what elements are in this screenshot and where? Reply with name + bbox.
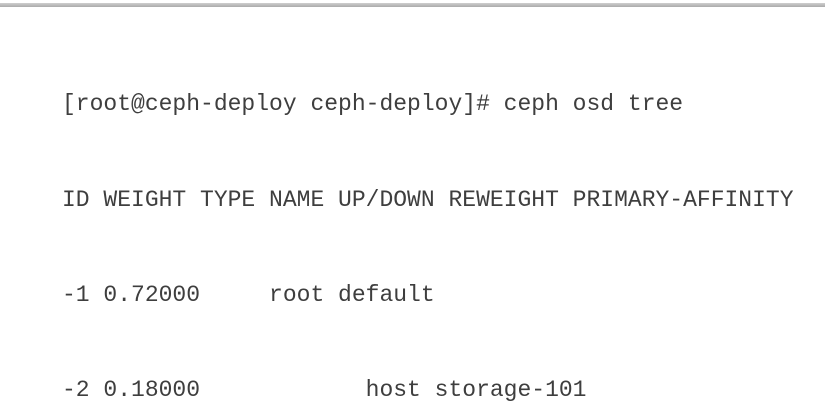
console-output: [root@ceph-deploy ceph-deploy]# ceph osd… bbox=[62, 26, 794, 412]
top-divider-line bbox=[0, 3, 825, 7]
tree-row-host-storage-101: -2 0.18000 host storage-101 bbox=[62, 376, 587, 403]
tree-row-root-default: -1 0.72000 root default bbox=[62, 281, 435, 308]
command-line: [root@ceph-deploy ceph-deploy]# ceph osd… bbox=[62, 91, 684, 118]
column-header-line: ID WEIGHT TYPE NAME UP/DOWN REWEIGHT PRI… bbox=[62, 186, 794, 213]
